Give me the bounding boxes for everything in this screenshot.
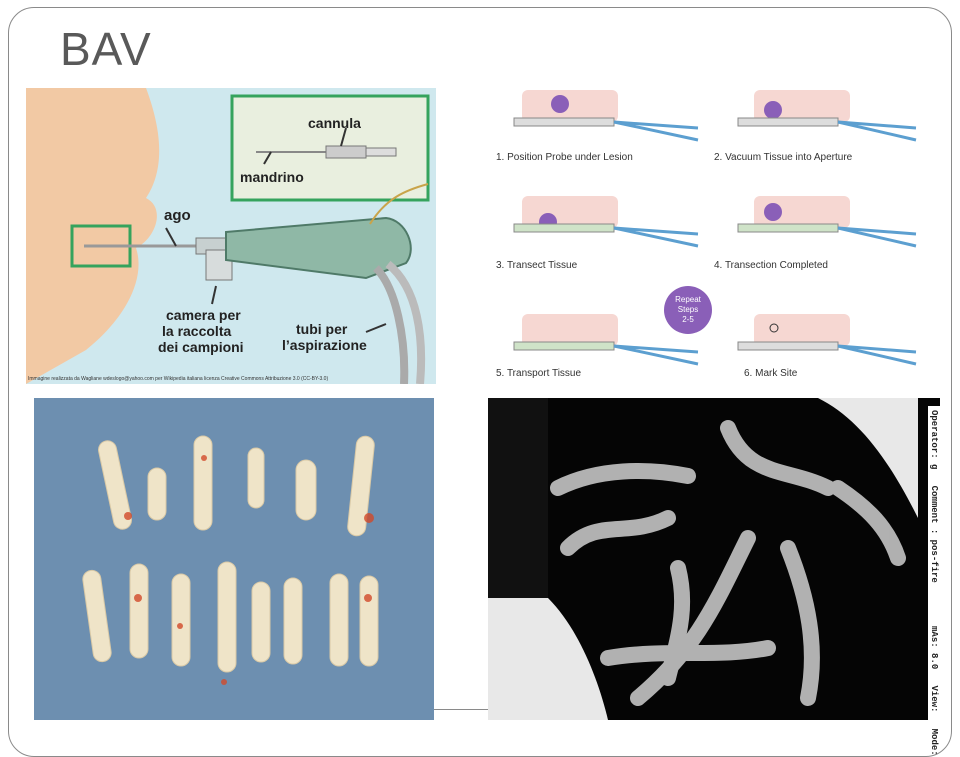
tissue-cores-svg [34,398,434,720]
device-diagram-svg: cannula mandrino ago camera per la racco… [26,88,436,384]
slide-title: BAV [60,23,152,75]
label-ago: ago [164,207,191,224]
xray-side-text: Operator: g Comment : pos-fire mAs: 8.0 … [929,410,939,756]
tissue-cores-photo [34,398,434,720]
step-2-graphic [737,90,917,142]
image-credit: Immagine realizzata da Wagliane wdeslogo… [28,376,328,382]
frame-bottom-line [434,709,488,710]
label-mandrino: mandrino [240,169,304,185]
xray-side-strip [928,406,940,720]
label-camera-2: la raccolta [162,323,231,339]
step-3-graphic [513,196,699,248]
step-5-label: 5. Transport Tissue [496,368,581,379]
repeat-label-2: Steps [678,305,698,314]
step-5-graphic [513,314,699,366]
step-1-graphic [513,90,699,142]
step-4-graphic [737,196,917,248]
step-1-label: 1. Position Probe under Lesion [496,152,633,163]
biopsy-device-diagram: cannula mandrino ago camera per la racco… [26,88,436,384]
repeat-label-1: Repeat [675,295,702,304]
procedure-steps-svg: 1. Position Probe under Lesion 2. Vacuum… [488,88,920,384]
step-6-label: 6. Mark Site [744,368,798,379]
step-3-label: 3. Transect Tissue [496,260,578,271]
step-2-label: 2. Vacuum Tissue into Aperture [714,152,853,163]
procedure-steps-figure: 1. Position Probe under Lesion 2. Vacuum… [488,88,920,384]
repeat-steps-badge: Repeat Steps 2-5 [664,286,712,334]
label-cannula: cannula [308,115,361,131]
step-4-label: 4. Transection Completed [714,260,828,271]
label-tubi-1: tubi per [296,321,348,337]
label-camera-3: dei campioni [158,339,244,355]
repeat-label-3: 2-5 [682,315,694,324]
step-6-graphic [737,314,917,366]
label-tubi-2: l’aspirazione [282,337,367,353]
specimen-xray-svg [488,398,940,720]
specimen-xray [488,398,940,720]
label-camera-1: camera per [166,307,241,323]
